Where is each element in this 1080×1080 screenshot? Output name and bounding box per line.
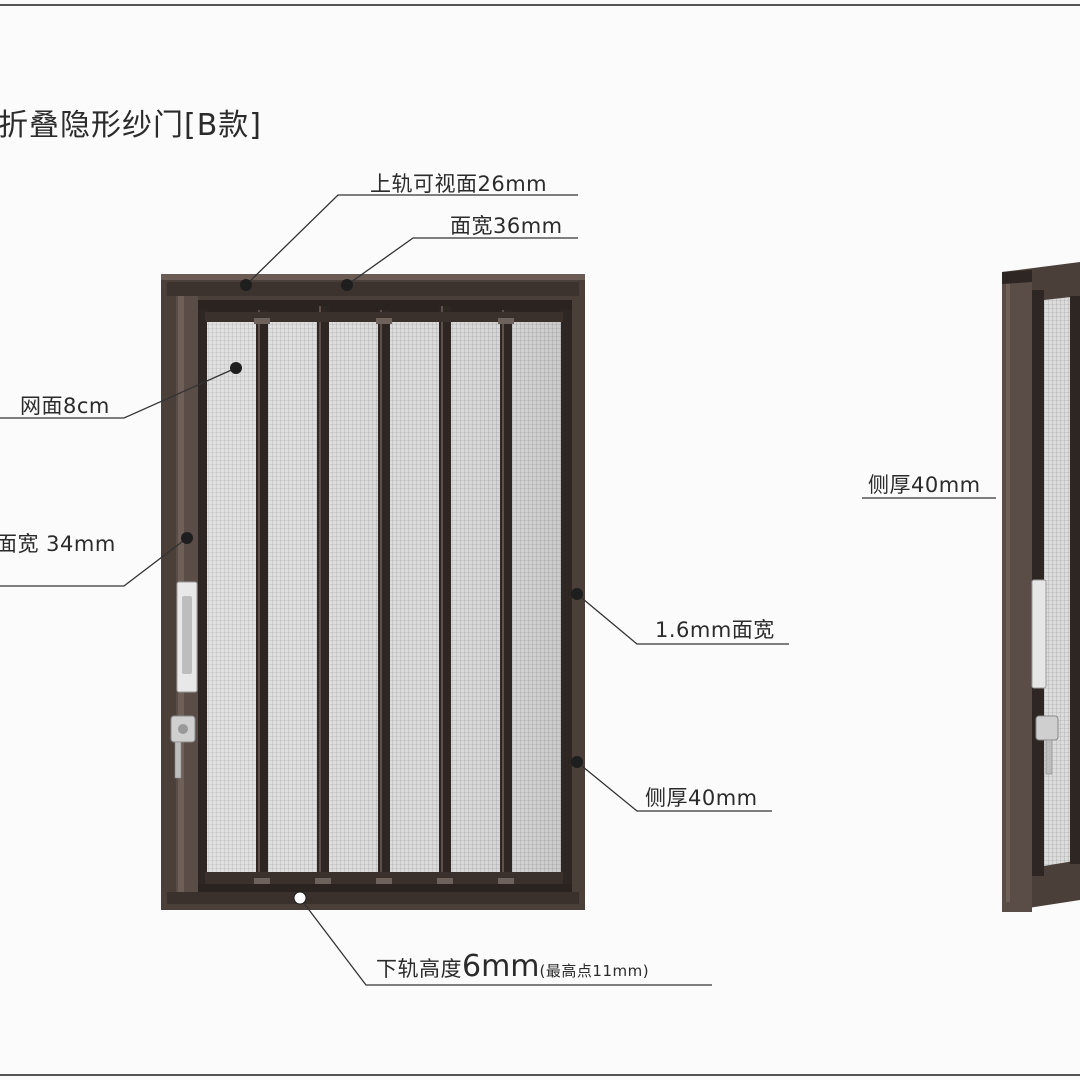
label-profile-face: 1.6mm面宽 bbox=[655, 618, 775, 642]
bottom-rail-label: 下轨高度 bbox=[376, 957, 462, 981]
front-door bbox=[161, 274, 585, 910]
bottom-rail bbox=[167, 892, 579, 904]
label-face-width: 面宽36mm bbox=[450, 214, 563, 238]
handle-icon bbox=[176, 581, 198, 693]
label-mesh: 网面8cm bbox=[20, 394, 110, 418]
bottom-rail-value: 6mm bbox=[462, 949, 540, 984]
leader-dot bbox=[571, 756, 583, 768]
leader-lines bbox=[0, 194, 996, 986]
leader-dot bbox=[230, 362, 242, 374]
side-door bbox=[1002, 262, 1080, 912]
leader-dot bbox=[341, 279, 353, 291]
label-side-thickness-side: 侧厚40mm bbox=[868, 473, 981, 497]
label-top-rail-visible: 上轨可视面26mm bbox=[370, 172, 548, 196]
label-side-face-width: 面宽 34mm bbox=[0, 532, 116, 556]
handle-icon bbox=[1031, 579, 1047, 689]
leader-dot bbox=[240, 279, 252, 291]
lock-key-icon bbox=[1035, 715, 1059, 775]
bottom-rail-note: (最高点11mm) bbox=[539, 962, 650, 980]
bottom-border bbox=[0, 1074, 1080, 1076]
diagram-title: 折叠隐形纱门[B款] bbox=[0, 108, 262, 143]
leader-dot bbox=[181, 532, 193, 544]
leader-dot bbox=[293, 891, 307, 905]
leader-dot bbox=[571, 588, 583, 600]
label-bottom-rail: 下轨高度6mm(最高点11mm) bbox=[376, 949, 649, 984]
label-side-thickness-front: 侧厚40mm bbox=[645, 786, 758, 810]
leader-dots bbox=[181, 279, 583, 905]
lock-key-icon bbox=[170, 715, 196, 779]
top-border bbox=[0, 4, 1080, 6]
